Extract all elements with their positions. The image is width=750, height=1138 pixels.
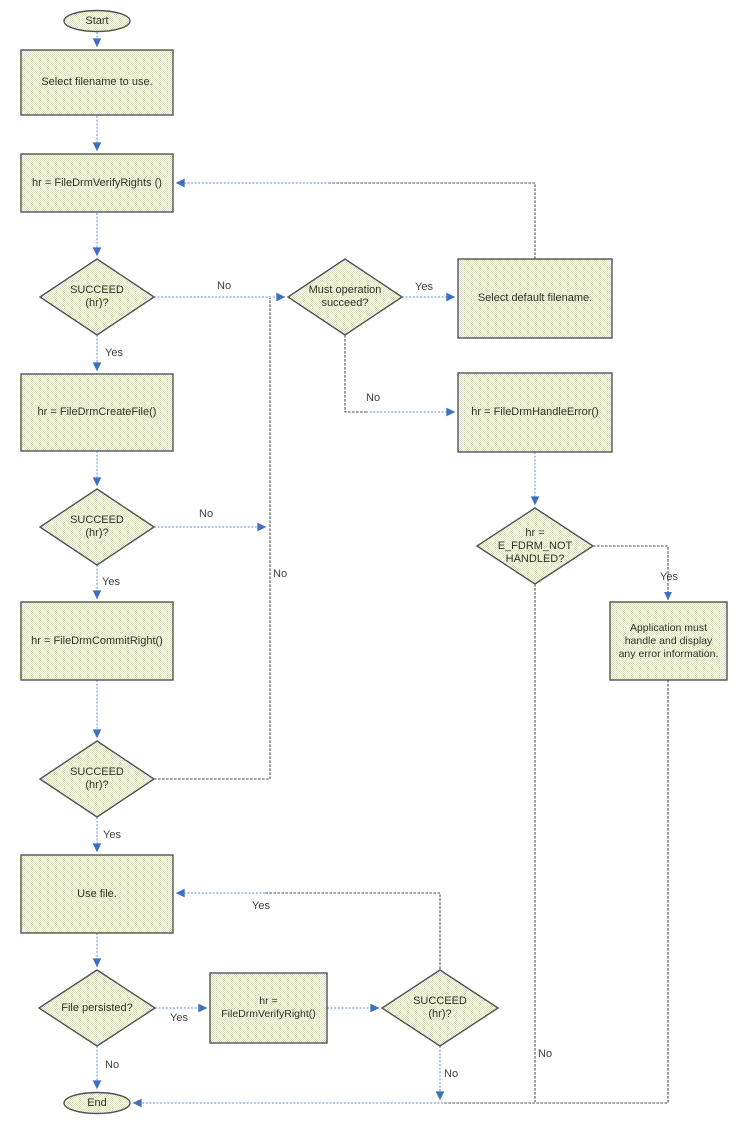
- edge-succeed3-no-up: [154, 298, 271, 780]
- edge-efdrm-yes-elbow: [593, 545, 672, 601]
- decision-succeed-1: [38, 258, 156, 336]
- nodes: [20, 9, 728, 1115]
- process-handle-error: [457, 372, 613, 453]
- decision-e-fdrm-not-handled: [475, 507, 595, 585]
- terminator-end: [63, 1091, 131, 1115]
- edge-mustop-no-elbow: [344, 335, 366, 413]
- process-commit-right: [20, 601, 174, 681]
- terminator-start: [63, 9, 131, 33]
- edge-succeed4-yes-up: [264, 892, 441, 969]
- decision-succeed-3: [38, 740, 156, 818]
- process-select-filename: [20, 49, 174, 116]
- process-use-file: [20, 854, 174, 934]
- process-verify-rights: [20, 153, 174, 213]
- process-verify-right-2: [209, 972, 328, 1044]
- decision-file-persisted: [37, 969, 157, 1047]
- process-application-handle-error: [609, 601, 728, 681]
- edge-selectdefault-return: [329, 182, 536, 259]
- edges: [92, 32, 672, 1108]
- process-create-file: [20, 373, 174, 452]
- decision-succeed-4: [380, 969, 500, 1047]
- decision-succeed-2: [38, 488, 156, 566]
- decision-must-operation-succeed: [286, 258, 404, 336]
- process-select-default-filename: [457, 258, 613, 339]
- edge-apphandle-down: [442, 680, 669, 1104]
